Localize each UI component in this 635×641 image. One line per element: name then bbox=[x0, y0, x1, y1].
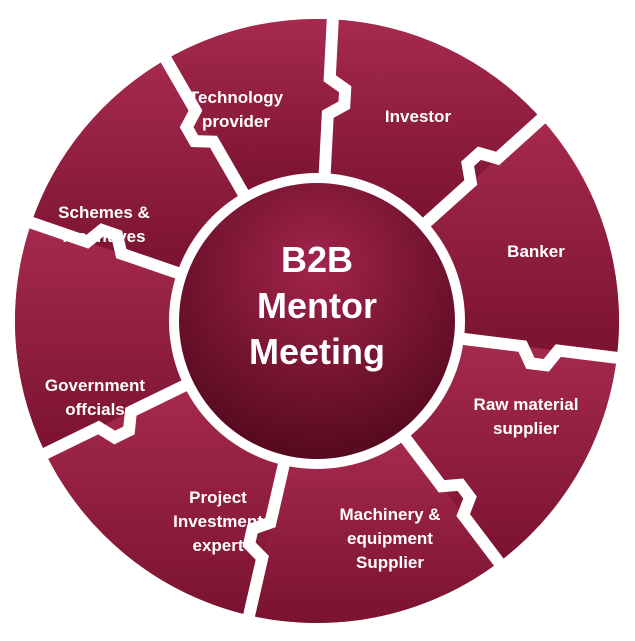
segment-label-schemes-incentives: Schemes & Incentives bbox=[58, 203, 150, 246]
segment-raw-material-supplier bbox=[406, 339, 617, 563]
machinery-line-3: Supplier bbox=[356, 553, 424, 572]
segment-label-investor: Investor bbox=[385, 107, 452, 126]
segment-investor bbox=[324, 19, 542, 222]
government-line-1: Government bbox=[45, 376, 145, 395]
separator-3 bbox=[398, 432, 506, 570]
segment-label-banker: Banker bbox=[507, 242, 565, 261]
segment-label-technology-provider: Technology provider bbox=[189, 88, 284, 131]
schemes-line-1: Schemes & bbox=[58, 203, 150, 222]
center-label: B2B Mentor Meeting bbox=[249, 239, 385, 372]
separator-1 bbox=[419, 111, 549, 230]
segment-label-project-investment-expert: Project Investment expert bbox=[173, 488, 263, 555]
center-circle bbox=[179, 183, 455, 459]
separators-layer bbox=[25, 15, 622, 621]
segment-government-officials bbox=[14, 222, 184, 454]
segment-label-raw-material-supplier: Raw material supplier bbox=[474, 395, 579, 438]
raw-material-line-1: Raw material bbox=[474, 395, 579, 414]
separator-2 bbox=[459, 332, 622, 372]
project-line-3: expert bbox=[192, 536, 243, 555]
separator-5 bbox=[39, 378, 191, 461]
segment-technology-provider bbox=[166, 19, 333, 193]
center-line-1: B2B bbox=[281, 239, 353, 280]
technology-line-1: Technology bbox=[189, 88, 284, 107]
separator-0 bbox=[318, 15, 352, 178]
raw-material-line-2: supplier bbox=[493, 419, 560, 438]
project-line-2: Investment bbox=[173, 512, 263, 531]
separator-7 bbox=[158, 53, 251, 200]
machinery-line-2: equipment bbox=[347, 529, 433, 548]
schemes-line-2: Incentives bbox=[62, 227, 145, 246]
government-line-2: offcials bbox=[65, 400, 125, 419]
banker-line-1: Banker bbox=[507, 242, 565, 261]
technology-line-2: provider bbox=[202, 112, 270, 131]
project-line-1: Project bbox=[189, 488, 247, 507]
separator-4 bbox=[242, 459, 291, 621]
segment-banker bbox=[426, 118, 620, 358]
segment-label-government-officials: Government offcials bbox=[45, 376, 145, 419]
segment-project-investment-expert bbox=[45, 385, 284, 616]
separator-6 bbox=[25, 215, 183, 280]
investor-line-1: Investor bbox=[385, 107, 452, 126]
segment-label-machinery-equipment-supplier: Machinery & equipment Supplier bbox=[339, 505, 440, 572]
center-line-2: Mentor bbox=[257, 285, 377, 326]
machinery-line-1: Machinery & bbox=[339, 505, 440, 524]
center-line-3: Meeting bbox=[249, 331, 385, 372]
